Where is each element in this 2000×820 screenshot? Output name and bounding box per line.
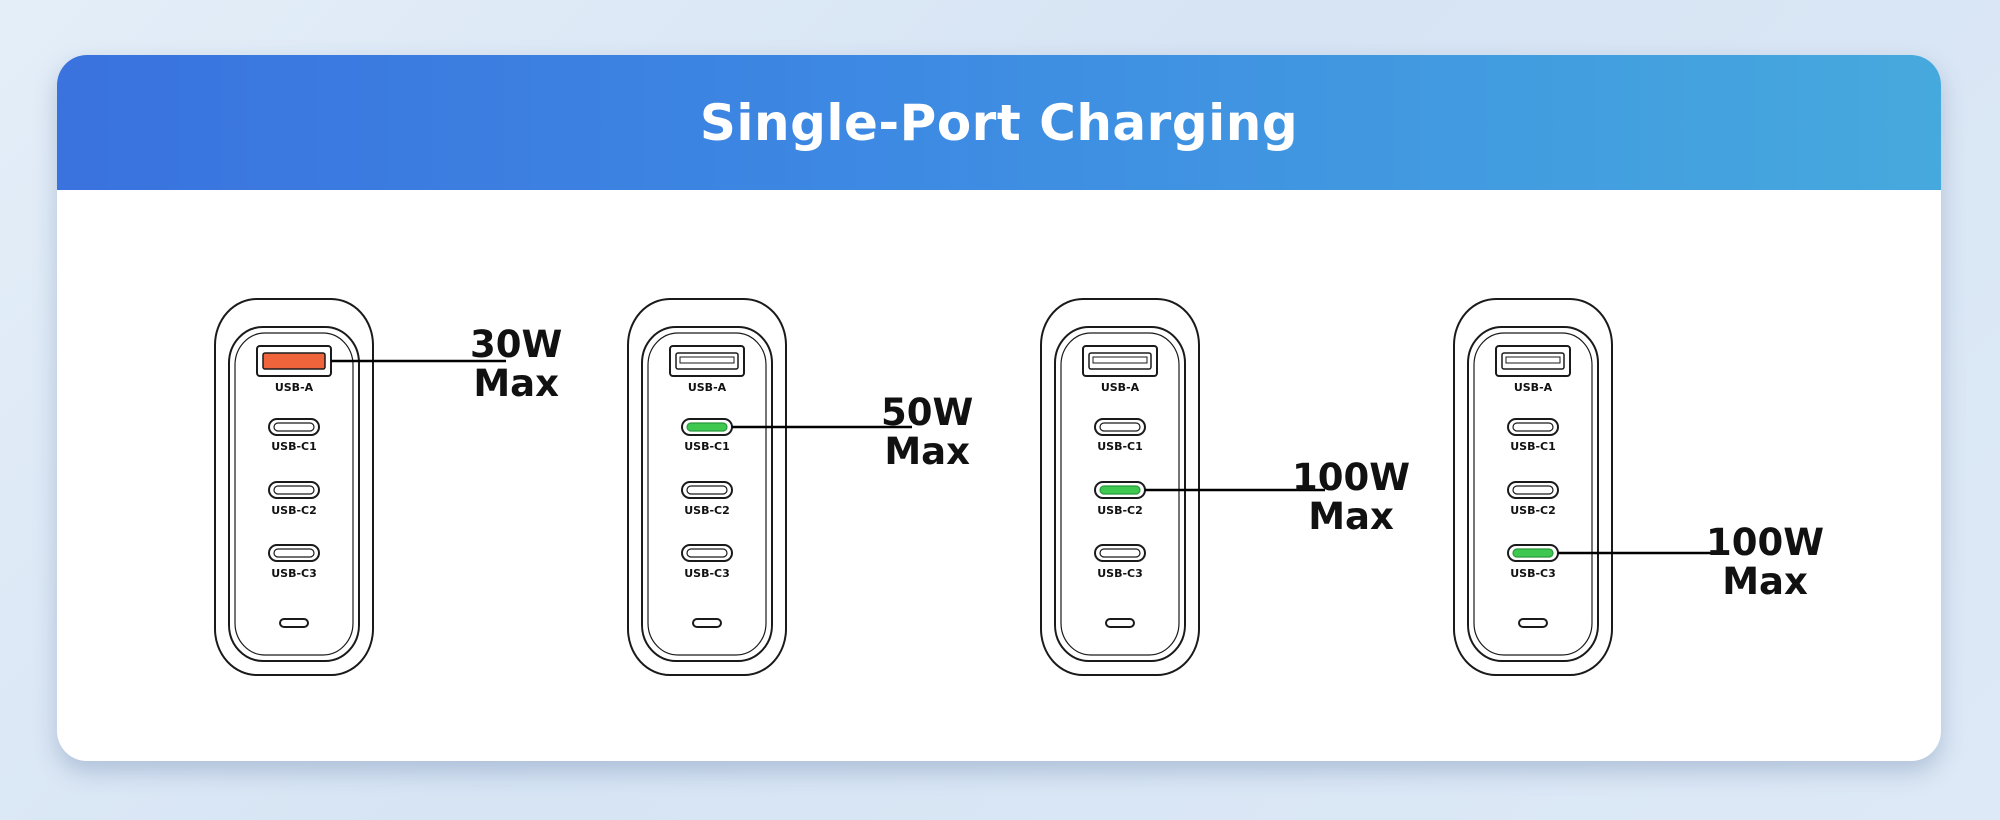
port-label-usb-c1: USB-C1	[271, 440, 317, 453]
usb-c-port-slot	[686, 548, 728, 558]
power-label-2: 50W Max	[881, 393, 973, 471]
charger-panel-outer	[1467, 326, 1599, 662]
charger-outline-icon	[214, 298, 506, 676]
port-label-usb-c1: USB-C1	[1097, 440, 1143, 453]
usb-a-port-tongue	[1092, 356, 1148, 364]
led-indicator-icon	[692, 618, 722, 628]
usb-a-port-tongue	[1505, 356, 1561, 364]
led-indicator-icon	[1105, 618, 1135, 628]
card-header: Single-Port Charging	[57, 55, 1941, 190]
usb-c-port-slot	[273, 548, 315, 558]
power-value: 30W	[470, 323, 563, 366]
charger-panel-inner	[234, 332, 354, 656]
charger-panel-inner	[1060, 332, 1180, 656]
power-label-1: 30W Max	[470, 325, 562, 403]
power-value: 50W	[881, 391, 974, 434]
usb-c-port-slot	[686, 485, 728, 495]
port-label-usb-c3: USB-C3	[684, 567, 730, 580]
usb-c-port-slot	[686, 422, 728, 432]
port-label-usb-a: USB-A	[274, 381, 314, 394]
port-label-usb-c2: USB-C2	[684, 504, 730, 517]
charger-4: USB-A USB-C1 USB-C2 USB-C3	[1452, 297, 1716, 677]
charger-outline-icon	[1040, 298, 1325, 676]
port-label-usb-c2: USB-C2	[271, 504, 317, 517]
port-label-usb-a: USB-A	[687, 381, 727, 394]
power-value: 100W	[1292, 456, 1411, 499]
charger-2: USB-A USB-C1 USB-C2 USB-C3	[626, 297, 912, 677]
charger-panel-inner	[647, 332, 767, 656]
power-max: Max	[473, 362, 559, 405]
charger-panel-outer	[1054, 326, 1186, 662]
usb-c-port-slot	[1099, 422, 1141, 432]
usb-c-port-slot	[1099, 485, 1141, 495]
usb-c-port-slot	[1512, 422, 1554, 432]
port-label-usb-c1: USB-C1	[684, 440, 730, 453]
port-label-usb-c3: USB-C3	[1097, 567, 1143, 580]
charger-outline-icon	[627, 298, 912, 676]
power-label-4: 100W Max	[1706, 523, 1824, 601]
power-max: Max	[884, 430, 970, 473]
port-label-usb-c2: USB-C2	[1097, 504, 1143, 517]
power-max: Max	[1722, 560, 1808, 603]
led-indicator-icon	[1518, 618, 1548, 628]
usb-a-port-slot	[262, 352, 326, 370]
usb-c-port-slot	[273, 422, 315, 432]
charger-3: USB-A USB-C1 USB-C2 USB-C3	[1039, 297, 1325, 677]
page-title: Single-Port Charging	[699, 93, 1299, 152]
port-label-usb-c3: USB-C3	[271, 567, 317, 580]
port-label-usb-a: USB-A	[1513, 381, 1553, 394]
usb-c-port-slot	[1512, 548, 1554, 558]
charger-panel-outer	[228, 326, 360, 662]
usb-c-port-slot	[1099, 548, 1141, 558]
charger-panel-outer	[641, 326, 773, 662]
usb-c-port-slot	[1512, 485, 1554, 495]
led-indicator-icon	[279, 618, 309, 628]
power-label-3: 100W Max	[1292, 458, 1410, 536]
power-max: Max	[1308, 495, 1394, 538]
port-label-usb-c2: USB-C2	[1510, 504, 1556, 517]
power-value: 100W	[1706, 521, 1825, 564]
charger-panel-inner	[1473, 332, 1593, 656]
port-label-usb-a: USB-A	[1100, 381, 1140, 394]
port-label-usb-c1: USB-C1	[1510, 440, 1556, 453]
usb-a-port-tongue	[679, 356, 735, 364]
usb-c-port-slot	[273, 485, 315, 495]
charger-outline-icon	[1453, 298, 1716, 676]
port-label-usb-c3: USB-C3	[1510, 567, 1556, 580]
charger-1: USB-A USB-C1 USB-C2 USB-C3	[213, 297, 506, 677]
